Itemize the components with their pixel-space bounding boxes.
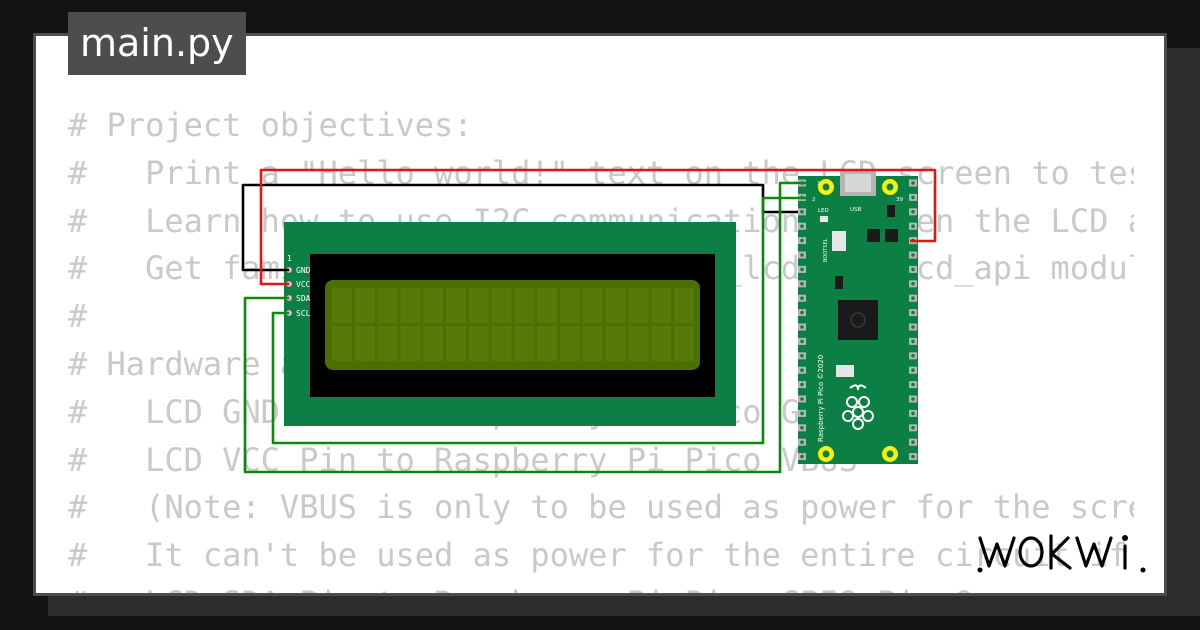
code-line: # (Note: VBUS is only to be used as powe… — [68, 488, 1134, 527]
lcd-char-cell — [674, 326, 694, 361]
file-tab-main-py[interactable]: main.py — [68, 12, 246, 75]
raspberry-pi-pico[interactable]: USB 1 2 39 LED BOOTSEL Raspberry Pi Pico… — [798, 170, 918, 464]
lcd-pin-label-scl: SCL — [296, 309, 311, 318]
flash-chip-icon — [836, 365, 854, 377]
led-icon — [820, 216, 828, 222]
wire-gnd[interactable] — [241, 183, 798, 272]
lcd-char-cell — [446, 326, 466, 361]
lcd-char-cell — [560, 326, 580, 361]
lcd-char-cell — [605, 288, 626, 323]
wire-sda[interactable] — [243, 181, 806, 474]
chip-icon — [835, 276, 843, 289]
wires — [241, 168, 937, 474]
lcd-char-cell — [537, 288, 558, 323]
lcd-pin-label-vcc: VCC — [296, 280, 311, 289]
wire-scl[interactable] — [271, 196, 806, 445]
bootsel-button-icon[interactable] — [832, 231, 846, 251]
wire-vcc[interactable] — [259, 168, 937, 286]
lcd-char-cell — [491, 326, 512, 361]
lcd-pin-label-sda: SDA — [296, 294, 311, 303]
chip-icon — [887, 205, 895, 217]
code-line: # LCD SDA Pin to Raspberry Pi Pico GPIO … — [68, 580, 1134, 593]
lcd-char-cell — [377, 288, 398, 323]
lcd-char-cell — [400, 288, 421, 323]
lcd-char-cell — [423, 326, 444, 361]
pico-board-text: Raspberry Pi Pico ©2020 — [817, 355, 825, 442]
code-line: # It can't be used as power for the enti… — [68, 536, 1128, 575]
pico-pin-39-label: 39 — [896, 197, 903, 203]
lcd-char-cell — [354, 326, 375, 361]
bootsel-label: BOOTSEL — [823, 238, 829, 262]
lcd-char-cell — [468, 326, 489, 361]
lcd-char-cell — [423, 288, 444, 323]
raspberry-logo-icon — [842, 384, 874, 430]
lcd-character-grid — [332, 288, 694, 361]
chip-icon — [885, 229, 898, 242]
lcd-char-cell — [332, 288, 352, 323]
lcd-char-cell — [537, 326, 558, 361]
lcd-1602-module[interactable]: 1 GND VCC SDA SCL — [284, 222, 736, 426]
lcd-char-cell — [514, 288, 535, 323]
lcd-char-cell — [354, 288, 375, 323]
lcd-char-cell — [560, 288, 580, 323]
lcd-char-cell — [491, 288, 512, 323]
code-line: # — [68, 297, 88, 336]
pico-pin-1-label: 1 — [817, 181, 821, 187]
wokwi-logo-icon — [977, 534, 1146, 573]
pico-pin-2-label: 2 — [812, 197, 816, 203]
lcd-char-cell — [628, 288, 649, 323]
lcd-char-cell — [674, 288, 694, 323]
lcd-char-cell — [468, 288, 489, 323]
lcd-char-cell — [651, 288, 672, 323]
code-line: # Project objectives: — [68, 106, 473, 144]
lcd-char-cell — [628, 326, 649, 361]
usb-label: USB — [850, 207, 862, 213]
lcd-char-cell — [582, 326, 603, 361]
lcd-pin-number: 1 — [287, 254, 292, 263]
lcd-char-cell — [651, 326, 672, 361]
lcd-char-cell — [605, 326, 626, 361]
chip-icon — [867, 229, 880, 242]
lcd-char-cell — [400, 326, 421, 361]
lcd-char-cell — [377, 326, 398, 361]
led-label: LED — [818, 208, 829, 214]
rp2040-chip-icon — [838, 300, 878, 340]
lcd-pin-label-gnd: GND — [296, 266, 311, 275]
lcd-char-cell — [332, 326, 352, 361]
lcd-char-cell — [446, 288, 466, 323]
lcd-char-cell — [582, 288, 603, 323]
lcd-char-cell — [514, 326, 535, 361]
